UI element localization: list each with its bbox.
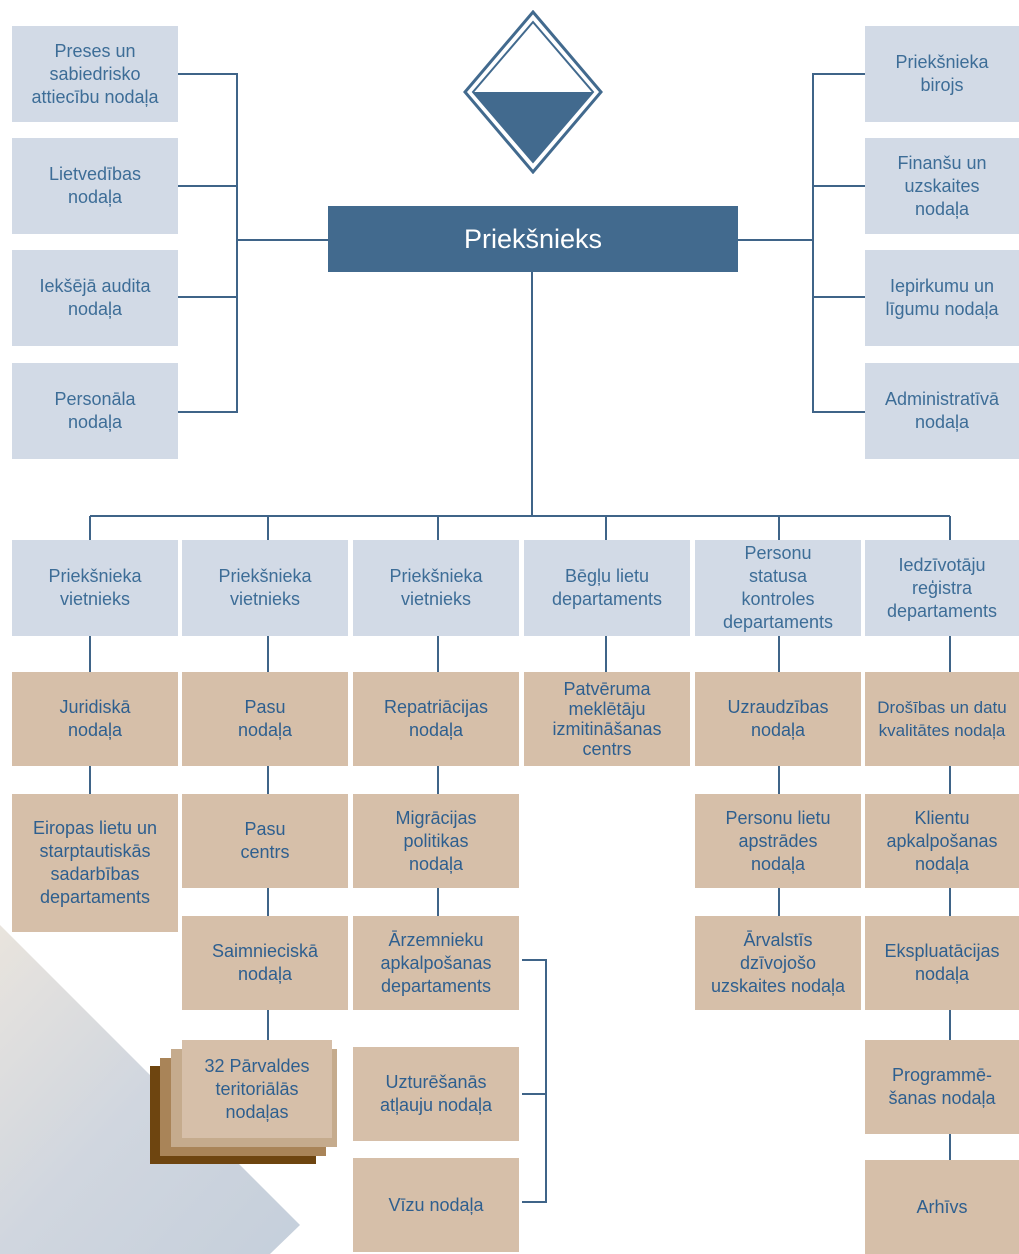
unit-client-service[interactable]: Klientu apkalpošanas nodaļa (865, 794, 1019, 888)
left-unit-records[interactable]: Lietvedības nodaļa (12, 138, 178, 234)
connector-left-staff (178, 73, 328, 413)
connector-right-staff (738, 73, 865, 413)
column-head-6[interactable]: Iedzīvotāju reģistra departaments (865, 540, 1019, 636)
left-unit-personnel[interactable]: Personāla nodaļa (12, 363, 178, 459)
unit-supervision[interactable]: Uzraudzības nodaļa (695, 672, 861, 766)
unit-operations[interactable]: Ekspluatācijas nodaļa (865, 916, 1019, 1010)
connector-drops (89, 516, 951, 540)
right-unit-finance[interactable]: Finanšu un uzskaites nodaļa (865, 138, 1019, 234)
connector-col3-bracket (522, 959, 547, 1203)
left-unit-audit[interactable]: Iekšējā audita nodaļa (12, 250, 178, 346)
unit-data-security[interactable]: Drošības un datu kvalitātes nodaļa (865, 672, 1019, 766)
unit-personal-files[interactable]: Personu lietu apstrādes nodaļa (695, 794, 861, 888)
right-unit-office[interactable]: Priekšnieka birojs (865, 26, 1019, 122)
unit-archive[interactable]: Arhīvs (865, 1160, 1019, 1254)
right-unit-admin[interactable]: Administratīvā nodaļa (865, 363, 1019, 459)
column-head-1[interactable]: Priekšnieka vietnieks (12, 540, 178, 636)
unit-foreigner-service[interactable]: Ārzemnieku apkalpošanas departaments (353, 916, 519, 1010)
column-head-3[interactable]: Priekšnieka vietnieks (353, 540, 519, 636)
unit-abroad-registry[interactable]: Ārvalstīs dzīvojošo uzskaites nodaļa (695, 916, 861, 1010)
unit-programming[interactable]: Programmē- šanas nodaļa (865, 1040, 1019, 1134)
unit-economic[interactable]: Saimnieciskā nodaļa (182, 916, 348, 1010)
unit-visa[interactable]: Vīzu nodaļa (353, 1158, 519, 1252)
diamond-logo-icon (463, 10, 603, 174)
unit-migration-policy[interactable]: Migrācijas politikas nodaļa (353, 794, 519, 888)
right-unit-procurement[interactable]: Iepirkumu un līgumu nodaļa (865, 250, 1019, 346)
column-head-2[interactable]: Priekšnieka vietnieks (182, 540, 348, 636)
chief-box[interactable]: Priekšnieks (328, 206, 738, 272)
connector-trunk (90, 272, 950, 517)
unit-legal[interactable]: Juridiskā nodaļa (12, 672, 178, 766)
unit-passport-centre[interactable]: Pasu centrs (182, 794, 348, 888)
unit-passport[interactable]: Pasu nodaļa (182, 672, 348, 766)
column-head-5[interactable]: Personu statusa kontroles departaments (695, 540, 861, 636)
unit-residence-permits[interactable]: Uzturēšanās atļauju nodaļa (353, 1047, 519, 1141)
unit-repatriation[interactable]: Repatriācijas nodaļa (353, 672, 519, 766)
column-head-4[interactable]: Bēgļu lietu departaments (524, 540, 690, 636)
unit-regional-offices[interactable]: 32 Pārvaldes teritoriālās nodaļas (182, 1040, 332, 1138)
unit-european-affairs[interactable]: Eiropas lietu un starptautiskās sadarbīb… (12, 794, 178, 932)
left-unit-press[interactable]: Preses un sabiedrisko attiecību nodaļa (12, 26, 178, 122)
unit-asylum-centre[interactable]: Patvēruma meklētāju izmitināšanas centrs (524, 672, 690, 766)
